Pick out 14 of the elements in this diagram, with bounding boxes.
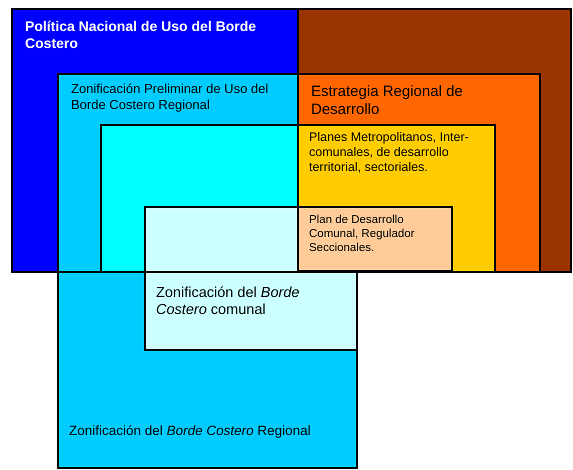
region-title: Política Nacional de Uso del Borde Costero [25, 18, 258, 52]
region-title: Estrategia Regional de Desarrollo [311, 83, 464, 119]
nested-region-box [144, 271, 358, 351]
nested-region-box [57, 73, 299, 273]
region-title: Zonificación Preliminar de Uso del Borde Costero Regional [71, 81, 270, 112]
region-title: Zonificación del Borde Costero Regional [69, 423, 312, 440]
nested-region-box [11, 8, 299, 273]
region-title: Planes Metropolitanos, Inter-comunales, de desarrollo territorial, sectoriales. [309, 130, 470, 175]
region-title: Zonificación del Borde Costero comunal [156, 285, 300, 320]
nested-region-box [57, 271, 358, 469]
nested-region-box [297, 124, 496, 273]
nested-region-box [297, 206, 453, 272]
region-title: Plan de Desarrollo Comunal, Regulador Seccionales. [309, 214, 416, 256]
nested-region-box [297, 73, 541, 273]
